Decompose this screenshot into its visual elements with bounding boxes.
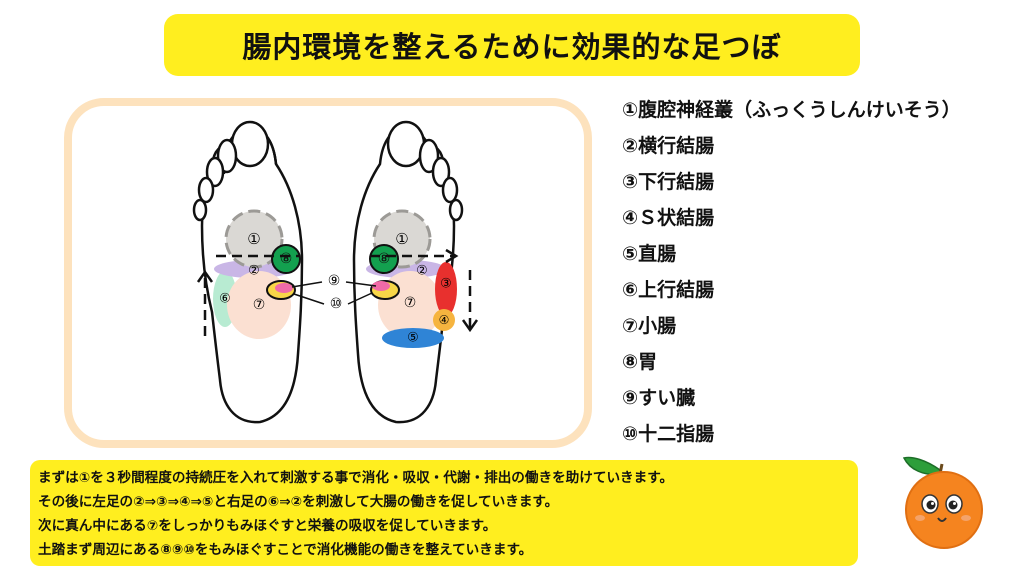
left-big-toe (230, 120, 270, 168)
left-foot (192, 120, 304, 424)
legend-item: ⑤直腸 (622, 243, 677, 265)
page-title: 腸内環境を整えるために効果的な足つぼ (164, 14, 860, 76)
left-pancreas-zone (275, 283, 293, 293)
legend-item: ②横行結腸 (622, 135, 715, 157)
right-toe-3 (431, 156, 451, 188)
left-stomach-zone (271, 244, 301, 274)
right-sigmoid-colon-zone (433, 309, 455, 331)
right-foot (352, 120, 479, 424)
label-6-left: ⑥ (219, 292, 231, 307)
label-1-left: ① (247, 230, 260, 248)
right-descending-colon-zone (435, 262, 457, 316)
leader-9-left (291, 281, 323, 288)
legend-item: ⑨すい臓 (622, 387, 696, 409)
label-1-right: ① (395, 230, 408, 248)
left-toe-3 (205, 156, 225, 188)
label-3-right: ③ (440, 277, 452, 292)
label-2-right: ② (416, 264, 428, 279)
label-7-left: ⑦ (253, 297, 266, 313)
instruction-line: その後に左足の②⇒③⇒④⇒⑤と右足の⑥⇒②を刺激して大腸の働きを促していきます。 (38, 494, 559, 510)
label-8-right: ⑧ (378, 251, 391, 267)
leader-10-left (293, 293, 325, 305)
legend-item: ⑥上行結腸 (622, 279, 715, 301)
label-10-center: ⑩ (330, 296, 343, 312)
left-toe-4 (197, 176, 215, 204)
right-toe-5 (448, 198, 464, 222)
legend-item: ①腹腔神経叢（ふっくうしんけいそう） (622, 99, 961, 121)
right-arrow-down-head (461, 319, 479, 333)
label-2-left: ② (248, 264, 260, 279)
left-arrow-up-head (196, 269, 214, 283)
label-9-center: ⑨ (328, 273, 341, 289)
label-8-left: ⑧ (280, 251, 293, 267)
left-celiac-plexus-zone (224, 209, 284, 269)
legend-item: ⑩十二指腸 (622, 423, 715, 445)
instruction-line: 土踏まず周辺にある⑧⑨⑩をもみほぐすことで消化機能の働きを整えていきます。 (38, 542, 533, 558)
right-toe-4 (441, 176, 459, 204)
leader-10-right (347, 292, 373, 305)
leader-9-right (345, 281, 377, 287)
left-toe-5 (192, 198, 208, 222)
zone-legend: ①腹腔神経叢（ふっくうしんけいそう） ②横行結腸 ③下行結腸 ④Ｓ状結腸 ⑤直腸… (622, 92, 1022, 452)
instructions-box: まずは①を３秒間程度の持続圧を入れて刺激する事で消化・吸収・代謝・排出の働きを助… (30, 460, 858, 566)
foot-reflexology-diagram: ① ① ⑧ ⑧ ② ② ⑥ ⑦ ⑦ ③ ④ ⑤ ⑨ ⑩ (192, 120, 479, 424)
orange-mascot-icon (902, 456, 983, 549)
label-4-right: ④ (439, 313, 450, 327)
instruction-line: まずは①を３秒間程度の持続圧を入れて刺激する事で消化・吸収・代謝・排出の働きを助… (38, 470, 674, 486)
right-arrow-across-head (445, 248, 459, 264)
legend-item: ⑧胃 (622, 351, 658, 373)
legend-item: ⑦小腸 (622, 315, 677, 337)
right-big-toe (386, 120, 426, 168)
instruction-line: 次に真ん中にある⑦をしっかりもみほぐすと栄養の吸収を促していきます。 (38, 518, 497, 534)
right-rectum-zone (382, 328, 444, 348)
label-7-right: ⑦ (404, 295, 417, 311)
right-stomach-zone (369, 244, 399, 274)
legend-item: ③下行結腸 (622, 171, 715, 193)
legend-item: ④Ｓ状結腸 (622, 207, 715, 229)
label-5-right: ⑤ (407, 331, 419, 346)
foot-diagram-frame (64, 98, 592, 448)
right-pancreas-zone (372, 281, 390, 291)
